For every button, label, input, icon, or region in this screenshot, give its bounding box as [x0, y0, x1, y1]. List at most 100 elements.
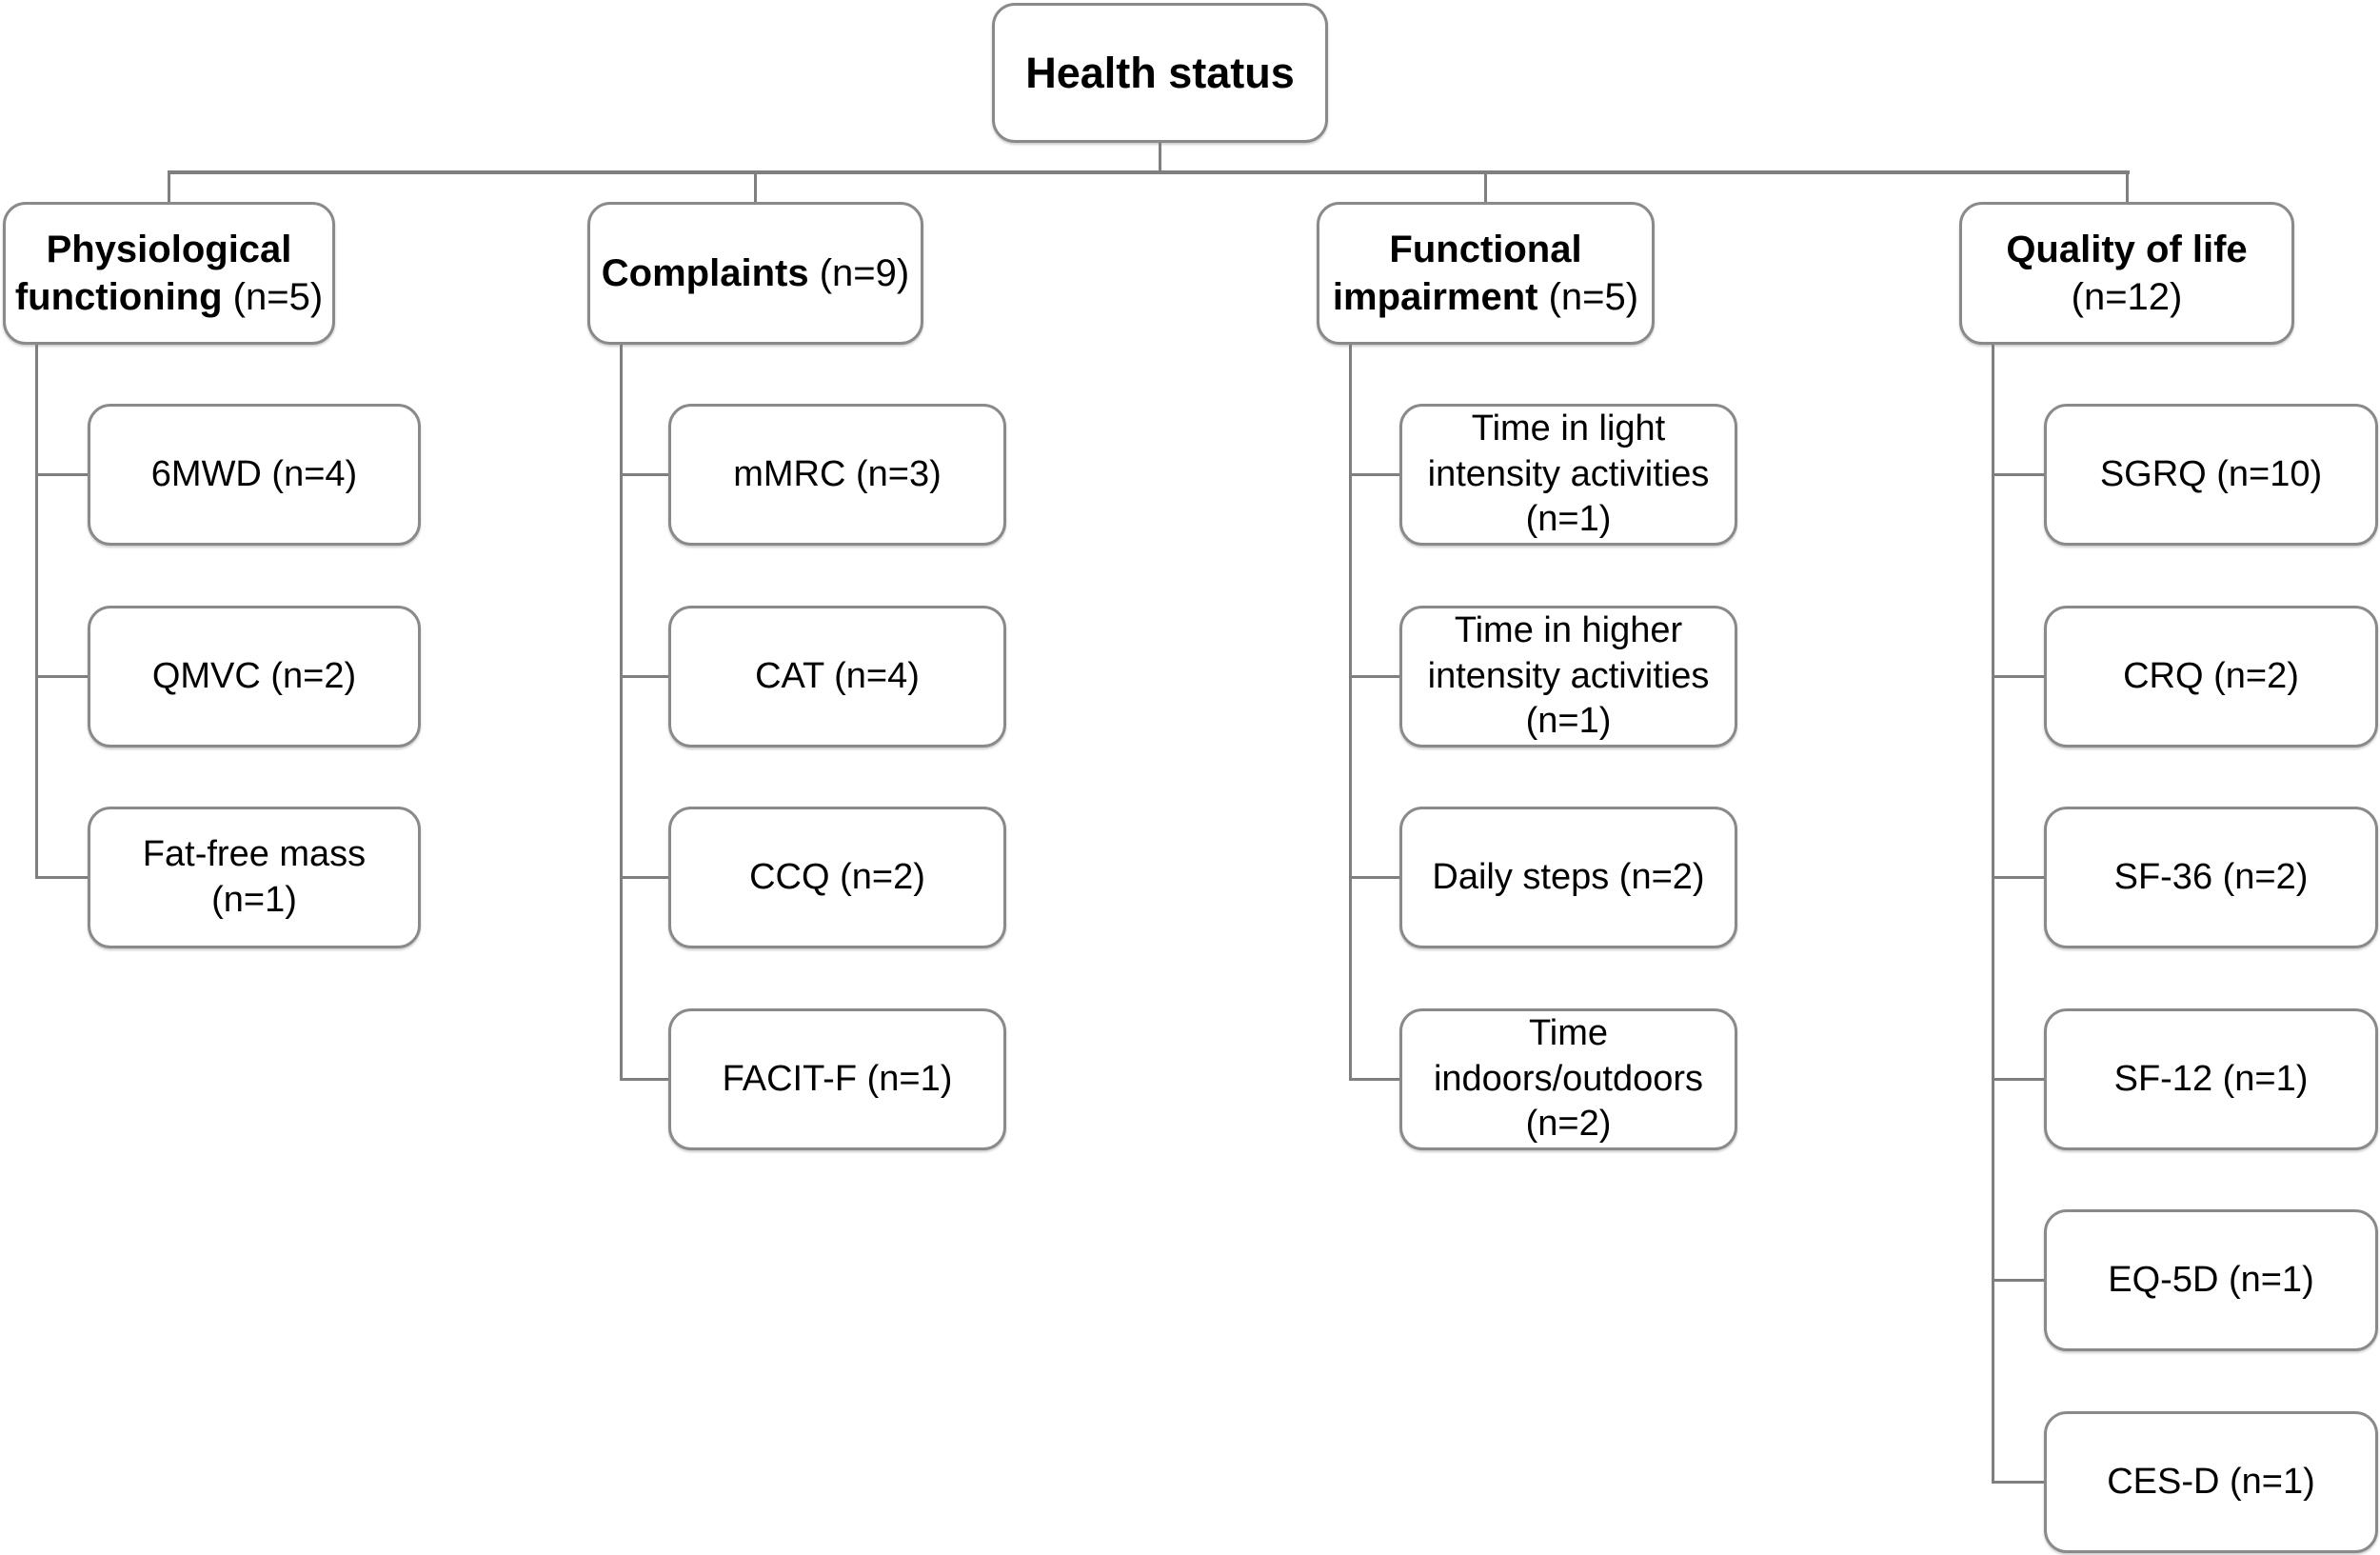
node-sf-36: SF-36 (n=2) [2044, 807, 2378, 948]
label-segment: Functional [1389, 229, 1582, 270]
label-segment: intensity activities [1427, 655, 1710, 696]
node-label-line: FACIT-F (n=1) [723, 1057, 953, 1103]
node-label-line: (n=2) [1526, 1102, 1612, 1147]
node-label-line: CCQ (n=2) [749, 855, 925, 901]
label-segment: CES-D (n=1) [2107, 1461, 2315, 1502]
label-segment: (n=12) [2071, 276, 2183, 318]
node-label-line: functioning (n=5) [15, 273, 323, 321]
connector-cat-stub [620, 675, 671, 678]
label-segment: (n=1) [211, 879, 297, 920]
node-label-line: intensity activities [1428, 654, 1710, 700]
label-segment: (n=9) [808, 252, 910, 294]
label-segment: Fat-free mass [142, 834, 367, 874]
connector-ces-d-stub [1992, 1481, 2047, 1484]
node-label-line: Time [1529, 1011, 1608, 1057]
connector-qmvc-stub [35, 675, 90, 678]
label-segment: (n=5) [222, 276, 324, 318]
node-ces-d: CES-D (n=1) [2044, 1411, 2378, 1553]
label-segment: 6MWD (n=4) [150, 453, 358, 494]
connector-bus [168, 170, 2130, 174]
label-segment: Quality of life [2006, 229, 2248, 270]
label-segment: Complaints [601, 252, 809, 294]
node-label-line: CAT (n=4) [755, 654, 920, 700]
node-qmvc: QMVC (n=2) [88, 606, 421, 748]
node-complaints: Complaints (n=9) [587, 202, 923, 345]
node-health-status: Health status [992, 3, 1328, 143]
label-segment: Health status [1025, 48, 1295, 97]
node-facit-f: FACIT-F (n=1) [668, 1008, 1006, 1150]
node-label-line: intensity activities [1428, 452, 1710, 498]
node-cat: CAT (n=4) [668, 606, 1006, 748]
connector-complaints-rail [620, 343, 623, 1081]
connector-time-in-higher-intensity-activities-stub [1349, 675, 1402, 678]
label-segment: functioning [14, 276, 223, 318]
node-label-line: mMRC (n=3) [733, 452, 942, 498]
connector-crq-stub [1992, 675, 2047, 678]
node-sgrq: SGRQ (n=10) [2044, 404, 2378, 546]
connector-fat-free-mass-stub [35, 876, 90, 879]
connector-time-indoors-outdoors-stub [1349, 1078, 1402, 1081]
label-segment: FACIT-F (n=1) [722, 1058, 953, 1099]
label-segment: mMRC (n=3) [733, 453, 942, 494]
connector-6mwd-stub [35, 473, 90, 476]
connector-sf-12-stub [1992, 1078, 2047, 1081]
label-segment: SGRQ (n=10) [2099, 453, 2323, 494]
node-label-line: Health status [1025, 48, 1295, 99]
node-label-line: (n=12) [2072, 273, 2183, 321]
node-label-line: SF-36 (n=2) [2114, 855, 2309, 901]
label-segment: (n=1) [1525, 499, 1612, 540]
connector-root-stem [1159, 141, 1161, 174]
node-crq: CRQ (n=2) [2044, 606, 2378, 748]
node-label-line: SGRQ (n=10) [2100, 452, 2322, 498]
connector-complaints-drop [754, 170, 757, 204]
node-label-line: CRQ (n=2) [2123, 654, 2299, 700]
label-segment: QMVC (n=2) [151, 655, 357, 696]
node-label-line: impairment (n=5) [1333, 273, 1638, 321]
node-label-line: (n=1) [211, 878, 297, 924]
label-segment: Daily steps (n=2) [1432, 856, 1705, 897]
connector-functional-impairment-drop [1484, 170, 1487, 204]
node-label-line: Time in light [1472, 407, 1665, 452]
connector-daily-steps-stub [1349, 876, 1402, 879]
label-segment: (n=1) [1525, 701, 1612, 742]
node-sf-12: SF-12 (n=1) [2044, 1008, 2378, 1150]
label-segment: SF-36 (n=2) [2113, 856, 2309, 897]
node-label-line: Time in higher [1455, 608, 1682, 654]
label-segment: CAT (n=4) [755, 655, 920, 696]
node-label-line: (n=1) [1526, 699, 1612, 745]
node-label-line: Complaints (n=9) [602, 249, 909, 297]
label-segment: EQ-5D (n=1) [2108, 1259, 2314, 1300]
connector-ccq-stub [620, 876, 671, 879]
node-label-line: CES-D (n=1) [2107, 1460, 2315, 1505]
node-ccq: CCQ (n=2) [668, 807, 1006, 948]
node-label-line: Quality of life [2006, 226, 2247, 273]
label-segment: CRQ (n=2) [2123, 655, 2299, 696]
node-label-line: 6MWD (n=4) [151, 452, 357, 498]
connector-quality-of-life-drop [2126, 170, 2129, 204]
connector-physiological-functioning-drop [168, 170, 170, 204]
node-label-line: Physiological [47, 226, 292, 273]
node-label-line: indoors/outdoors [1434, 1057, 1703, 1103]
connector-sf-36-stub [1992, 876, 2047, 879]
connector-functional-impairment-rail [1349, 343, 1352, 1081]
label-segment: Time [1528, 1013, 1609, 1054]
label-segment: indoors/outdoors [1433, 1058, 1704, 1099]
connector-physiological-functioning-rail [35, 343, 38, 879]
label-segment: (n=2) [1525, 1104, 1612, 1145]
node-mmrc: mMRC (n=3) [668, 404, 1006, 546]
label-segment: SF-12 (n=1) [2113, 1058, 2309, 1099]
node-6mwd: 6MWD (n=4) [88, 404, 421, 546]
node-label-line: Daily steps (n=2) [1432, 855, 1704, 901]
label-segment: Time in light [1471, 409, 1666, 449]
node-daily-steps: Daily steps (n=2) [1399, 807, 1737, 948]
connector-eq-5d-stub [1992, 1279, 2047, 1282]
label-segment: Time in higher [1454, 610, 1683, 651]
node-quality-of-life: Quality of life (n=12) [1959, 202, 2294, 345]
label-segment: Physiological [46, 229, 292, 270]
